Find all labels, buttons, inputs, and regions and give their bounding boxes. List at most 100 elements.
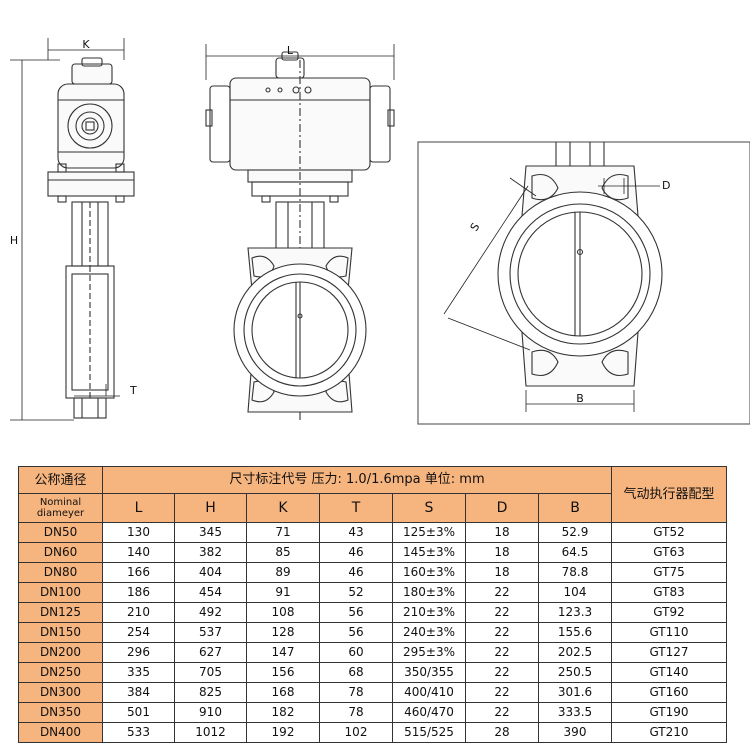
side-view [47, 57, 135, 419]
dim-label-D: D [662, 179, 670, 192]
cell-S: 515/525 [392, 722, 466, 743]
table-header-row-main: 公称通径 尺寸标注代号 压力: 1.0/1.6mpa 单位: mm 气动执行器配… [18, 466, 727, 523]
cell-L: 296 [102, 642, 175, 663]
table-row: DN350 501 910 182 78 460/470 22 333.5 GT… [18, 702, 727, 723]
dim-label-L: L [287, 44, 294, 57]
cell-H: 382 [174, 542, 247, 563]
cell-K: 91 [246, 582, 320, 603]
cell-actuator: GT140 [611, 662, 727, 683]
dn-cell: DN60 [18, 542, 103, 563]
nominal-header-cn: 公称通径 [18, 466, 103, 494]
cell-D: 22 [465, 602, 539, 623]
cell-B: 64.5 [538, 542, 612, 563]
table-row: DN60 140 382 85 46 145±3% 18 64.5 GT63 [18, 542, 727, 563]
spec-table: 公称通径 尺寸标注代号 压力: 1.0/1.6mpa 单位: mm 气动执行器配… [18, 466, 727, 743]
cell-T: 52 [319, 582, 393, 603]
cell-H: 627 [174, 642, 247, 663]
dn-cell: DN350 [18, 702, 103, 723]
cell-S: 145±3% [392, 542, 466, 563]
cell-S: 180±3% [392, 582, 466, 603]
cell-L: 210 [102, 602, 175, 623]
cell-T: 78 [319, 682, 393, 703]
cell-L: 335 [102, 662, 175, 683]
table-row: DN50 130 345 71 43 125±3% 18 52.9 GT52 [18, 522, 727, 543]
cell-D: 28 [465, 722, 539, 743]
cell-actuator: GT83 [611, 582, 727, 603]
cell-actuator: GT75 [611, 562, 727, 583]
table-row: DN250 335 705 156 68 350/355 22 250.5 GT… [18, 662, 727, 683]
dim-label-B: B [576, 392, 584, 405]
cell-actuator: GT52 [611, 522, 727, 543]
cell-B: 123.3 [538, 602, 612, 623]
cell-S: 400/410 [392, 682, 466, 703]
nominal-header-en: Nominal diameyer [18, 493, 103, 523]
dn-cell: DN250 [18, 662, 103, 683]
col-header-H: H [174, 493, 247, 523]
cell-D: 22 [465, 682, 539, 703]
cell-B: 390 [538, 722, 612, 743]
cell-actuator: GT92 [611, 602, 727, 623]
col-header-L: L [102, 493, 175, 523]
cell-B: 104 [538, 582, 612, 603]
cell-L: 186 [102, 582, 175, 603]
cell-L: 254 [102, 622, 175, 643]
cell-H: 910 [174, 702, 247, 723]
col-header-S: S [392, 493, 466, 523]
dn-cell: DN300 [18, 682, 103, 703]
cell-actuator: GT160 [611, 682, 727, 703]
dn-cell: DN400 [18, 722, 103, 743]
dn-cell: DN200 [18, 642, 103, 663]
cell-T: 78 [319, 702, 393, 723]
cell-K: 168 [246, 682, 320, 703]
cell-K: 89 [246, 562, 320, 583]
cell-S: 460/470 [392, 702, 466, 723]
dn-cell: DN100 [18, 582, 103, 603]
cell-D: 18 [465, 542, 539, 563]
col-header-T: T [319, 493, 393, 523]
cell-actuator: GT63 [611, 542, 727, 563]
dim-label-S: S [468, 221, 483, 234]
cell-T: 46 [319, 542, 393, 563]
cell-D: 22 [465, 622, 539, 643]
cell-D: 18 [465, 522, 539, 543]
cell-S: 350/355 [392, 662, 466, 683]
cell-S: 125±3% [392, 522, 466, 543]
actuator-header: 气动执行器配型 [611, 466, 727, 523]
cell-K: 192 [246, 722, 320, 743]
col-header-K: K [246, 493, 320, 523]
dim-label-K: K [82, 38, 90, 51]
cell-S: 210±3% [392, 602, 466, 623]
cell-L: 501 [102, 702, 175, 723]
cell-K: 108 [246, 602, 320, 623]
col-header-B: B [538, 493, 612, 523]
table-title: 尺寸标注代号 压力: 1.0/1.6mpa 单位: mm [102, 466, 612, 494]
table-row: DN80 166 404 89 46 160±3% 18 78.8 GT75 [18, 562, 727, 583]
cell-K: 182 [246, 702, 320, 723]
cell-T: 68 [319, 662, 393, 683]
cell-D: 22 [465, 662, 539, 683]
cell-H: 492 [174, 602, 247, 623]
dn-cell: DN80 [18, 562, 103, 583]
cell-T: 102 [319, 722, 393, 743]
table-row: DN125 210 492 108 56 210±3% 22 123.3 GT9… [18, 602, 727, 623]
cell-T: 56 [319, 622, 393, 643]
cell-B: 202.5 [538, 642, 612, 663]
cell-H: 825 [174, 682, 247, 703]
col-header-D: D [465, 493, 539, 523]
dn-cell: DN125 [18, 602, 103, 623]
cell-T: 46 [319, 562, 393, 583]
cell-B: 301.6 [538, 682, 612, 703]
cell-D: 22 [465, 702, 539, 723]
cell-K: 71 [246, 522, 320, 543]
cell-actuator: GT190 [611, 702, 727, 723]
dim-label-T: T [129, 384, 137, 397]
table-row: DN300 384 825 168 78 400/410 22 301.6 GT… [18, 682, 727, 703]
cell-K: 147 [246, 642, 320, 663]
table-row: DN100 186 454 91 52 180±3% 22 104 GT83 [18, 582, 727, 603]
cell-B: 333.5 [538, 702, 612, 723]
cell-K: 128 [246, 622, 320, 643]
cell-H: 404 [174, 562, 247, 583]
cell-actuator: GT127 [611, 642, 727, 663]
cell-actuator: GT210 [611, 722, 727, 743]
table-header-row-columns: Nominal diameyer L H K T S D B [18, 493, 727, 523]
